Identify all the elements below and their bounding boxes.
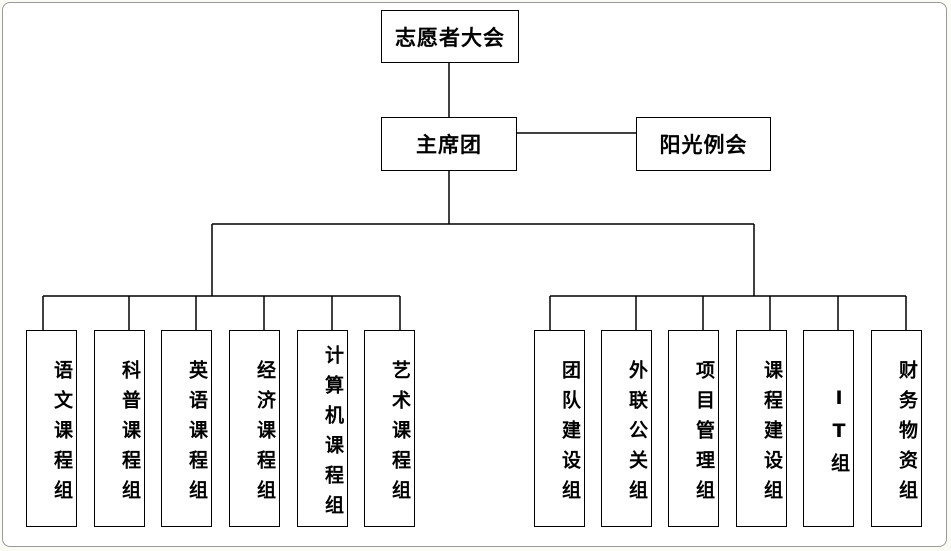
node-sunshine-meeting: 阳光例会 — [636, 117, 771, 171]
node-group-art: 艺术课程组 — [364, 330, 415, 527]
node-group-computer: 计算机课程组 — [297, 330, 348, 527]
node-group-english: 英语课程组 — [161, 330, 212, 527]
node-group-finance: 财务物资组 — [871, 330, 922, 527]
node-group-public-relations: 外联公关组 — [601, 330, 652, 527]
node-group-it: IT组 — [803, 330, 854, 527]
node-group-economics: 经济课程组 — [229, 330, 280, 527]
node-group-team-building: 团队建设组 — [534, 330, 585, 527]
node-presidium: 主席团 — [381, 117, 517, 171]
node-group-science: 科普课程组 — [94, 330, 145, 527]
node-group-project-management: 项目管理组 — [668, 330, 719, 527]
node-group-chinese: 语文课程组 — [26, 330, 77, 527]
node-group-curriculum: 课程建设组 — [736, 330, 787, 527]
node-assembly: 志愿者大会 — [381, 10, 519, 63]
